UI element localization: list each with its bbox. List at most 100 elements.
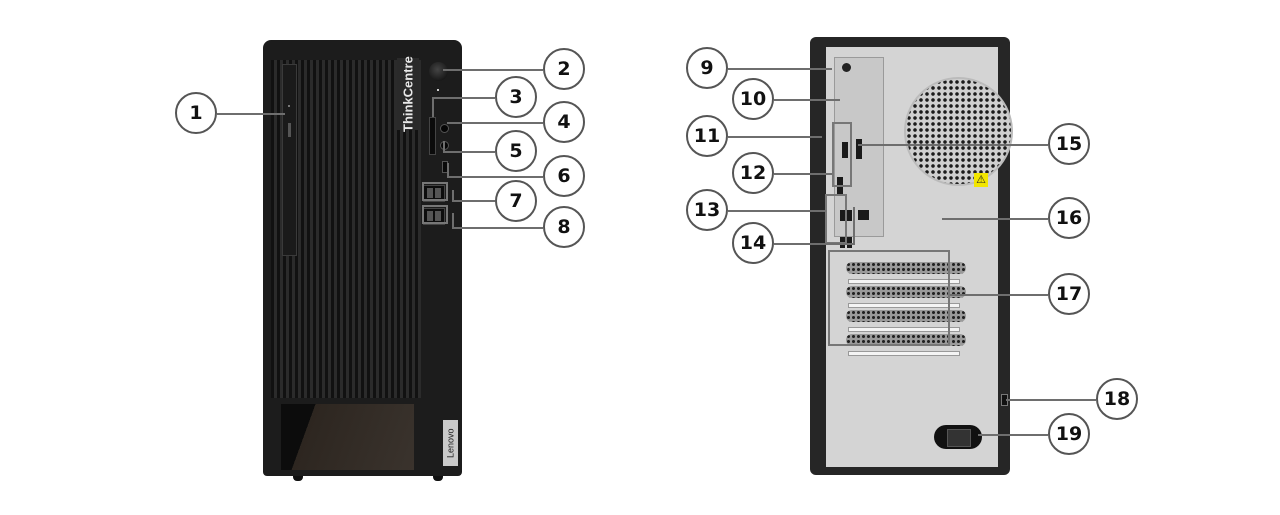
callout-number: 8 — [557, 216, 571, 238]
callout-2: 2 — [543, 48, 585, 90]
callout-8: 8 — [543, 206, 585, 248]
hdmi-port[interactable] — [842, 142, 848, 158]
callout-number: 18 — [1103, 388, 1131, 410]
leader-line-6 — [447, 163, 449, 177]
pci-slot[interactable] — [846, 310, 966, 322]
highlight-8 — [422, 205, 448, 224]
callout-number: 7 — [509, 190, 523, 212]
callout-number: 11 — [693, 125, 721, 147]
pci-slot[interactable] — [846, 286, 966, 298]
callout-number: 17 — [1055, 283, 1083, 305]
lenovo-badge: Lenovo — [443, 420, 458, 466]
callout-16: 16 — [1048, 197, 1090, 239]
fan-grille — [904, 77, 1013, 186]
tower-foot — [293, 476, 303, 481]
leader-line-7 — [452, 200, 495, 202]
leader-line-7 — [452, 190, 454, 201]
usb-rear-port[interactable] — [840, 210, 845, 221]
callout-5: 5 — [495, 130, 537, 172]
leader-line-16 — [942, 218, 1048, 220]
eject-button[interactable] — [288, 123, 291, 137]
pci-slot[interactable] — [846, 262, 966, 274]
leader-line-18 — [1006, 399, 1096, 401]
leader-line-8 — [452, 227, 543, 229]
callout-19: 19 — [1048, 413, 1090, 455]
audio-line-out-port[interactable] — [842, 63, 851, 72]
leader-line-6 — [447, 176, 543, 178]
drive-led — [288, 105, 290, 107]
callout-4: 4 — [543, 101, 585, 143]
optical-drive-bay — [282, 64, 297, 256]
leader-line-2 — [443, 69, 543, 71]
pci-bracket — [848, 327, 960, 332]
thinkcentre-brand: ThinkCentre — [397, 56, 419, 132]
callout-18: 18 — [1096, 378, 1138, 420]
callout-14: 14 — [732, 222, 774, 264]
callout-6: 6 — [543, 155, 585, 197]
callout-number: 16 — [1055, 207, 1083, 229]
headset-jack[interactable] — [440, 124, 449, 133]
highlight-12 — [832, 122, 852, 187]
callout-number: 13 — [693, 199, 721, 221]
leader-line-19 — [978, 434, 1048, 436]
callout-number: 10 — [739, 88, 767, 110]
highlight-13 — [825, 194, 847, 244]
callout-7: 7 — [495, 180, 537, 222]
power-socket — [947, 429, 971, 447]
card-reader-slot[interactable] — [429, 117, 436, 155]
ethernet-port[interactable] — [858, 210, 869, 220]
leader-line-13 — [728, 210, 825, 212]
pci-slot[interactable] — [846, 334, 966, 346]
leader-line-3 — [432, 97, 495, 99]
callout-10: 10 — [732, 78, 774, 120]
power-led — [437, 89, 439, 91]
callout-number: 9 — [700, 57, 714, 79]
leader-line-4 — [447, 122, 543, 124]
usb-rear-port[interactable] — [847, 210, 852, 221]
warning-triangle-icon: ⚠ — [974, 173, 988, 187]
leader-line-10 — [774, 99, 840, 101]
callout-number: 4 — [557, 111, 571, 133]
callout-number: 1 — [189, 102, 203, 124]
leader-line-14 — [774, 243, 855, 245]
callout-number: 5 — [509, 140, 523, 162]
callout-number: 6 — [557, 165, 571, 187]
leader-line-9 — [728, 68, 832, 70]
power-button[interactable] — [429, 62, 448, 81]
usb-rear-port[interactable] — [847, 237, 852, 248]
callout-3: 3 — [495, 76, 537, 118]
callout-12: 12 — [732, 152, 774, 194]
callout-number: 3 — [509, 86, 523, 108]
leader-line-5 — [443, 151, 495, 153]
callout-number: 2 — [557, 58, 571, 80]
rear-panel: ⚠ — [826, 47, 1013, 467]
leader-line-11 — [728, 136, 822, 138]
leader-line-8 — [452, 213, 454, 228]
leader-line-3 — [432, 97, 434, 117]
callout-15: 15 — [1048, 123, 1090, 165]
callout-number: 14 — [739, 232, 767, 254]
callout-17: 17 — [1048, 273, 1090, 315]
leader-line-5 — [443, 141, 445, 152]
highlight-7 — [422, 182, 448, 201]
tower-foot — [433, 476, 443, 481]
displayport[interactable] — [856, 139, 862, 159]
callout-1: 1 — [175, 92, 217, 134]
callout-number: 15 — [1055, 133, 1083, 155]
callout-number: 19 — [1055, 423, 1083, 445]
callout-11: 11 — [686, 115, 728, 157]
callout-number: 12 — [739, 162, 767, 184]
pci-bracket — [848, 303, 960, 308]
callout-13: 13 — [686, 189, 728, 231]
rear-view-tower: ⚠ — [810, 37, 1013, 475]
callout-9: 9 — [686, 47, 728, 89]
leader-line-14 — [853, 207, 855, 244]
highlight-17 — [828, 250, 950, 346]
leader-line-15 — [858, 144, 1048, 146]
front-view-tower: ThinkCentre Lenovo — [263, 40, 462, 481]
pci-bracket — [848, 351, 960, 356]
leader-line-17 — [950, 294, 1048, 296]
pci-bracket — [848, 279, 960, 284]
leader-line-1 — [217, 113, 285, 115]
leader-line-12 — [774, 173, 832, 175]
